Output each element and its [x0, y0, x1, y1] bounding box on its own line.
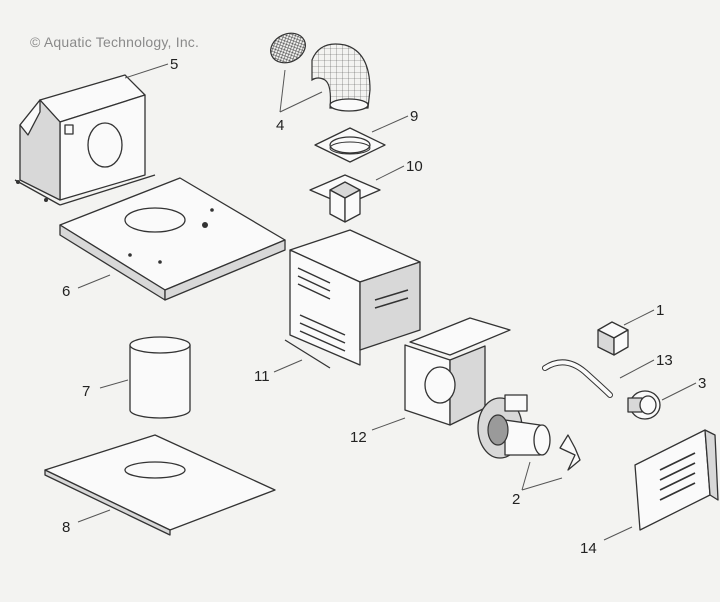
part-9-flange-ring — [314, 127, 386, 163]
label-1: 1 — [656, 302, 664, 319]
part-3-pressure-switch — [627, 390, 661, 420]
part-6-top-plate — [59, 177, 286, 301]
part-11-blower-box — [284, 229, 421, 369]
label-13: 13 — [656, 352, 673, 369]
label-14: 14 — [580, 540, 597, 557]
label-3: 3 — [698, 375, 706, 392]
label-10: 10 — [406, 158, 423, 175]
part-1-relay — [597, 321, 629, 356]
part-2-blower-motor — [477, 394, 581, 471]
fan-blade — [559, 434, 581, 471]
part-14-louvered-panel — [634, 429, 719, 531]
part-5-housing — [14, 74, 156, 206]
copyright-notice: © Aquatic Technology, Inc. — [30, 34, 200, 50]
part-4-screen-and-elbow — [270, 32, 371, 112]
leader-lines — [77, 63, 697, 541]
label-2: 2 — [512, 491, 520, 508]
part-7-cylinder — [129, 336, 191, 419]
part-8-base-plate — [44, 434, 276, 536]
label-9: 9 — [410, 108, 418, 125]
part-10-square-collar — [309, 174, 381, 223]
part-12-motor-bracket — [404, 317, 511, 426]
label-8: 8 — [62, 519, 70, 536]
label-11: 11 — [254, 368, 270, 385]
label-5: 5 — [170, 56, 178, 73]
part-13-hose — [542, 359, 613, 398]
label-7: 7 — [82, 383, 90, 400]
label-4: 4 — [276, 117, 284, 134]
label-12: 12 — [350, 429, 367, 446]
label-6: 6 — [62, 283, 70, 300]
part-labels: 5 4 9 10 6 11 1 13 3 7 12 2 8 14 — [62, 56, 706, 557]
